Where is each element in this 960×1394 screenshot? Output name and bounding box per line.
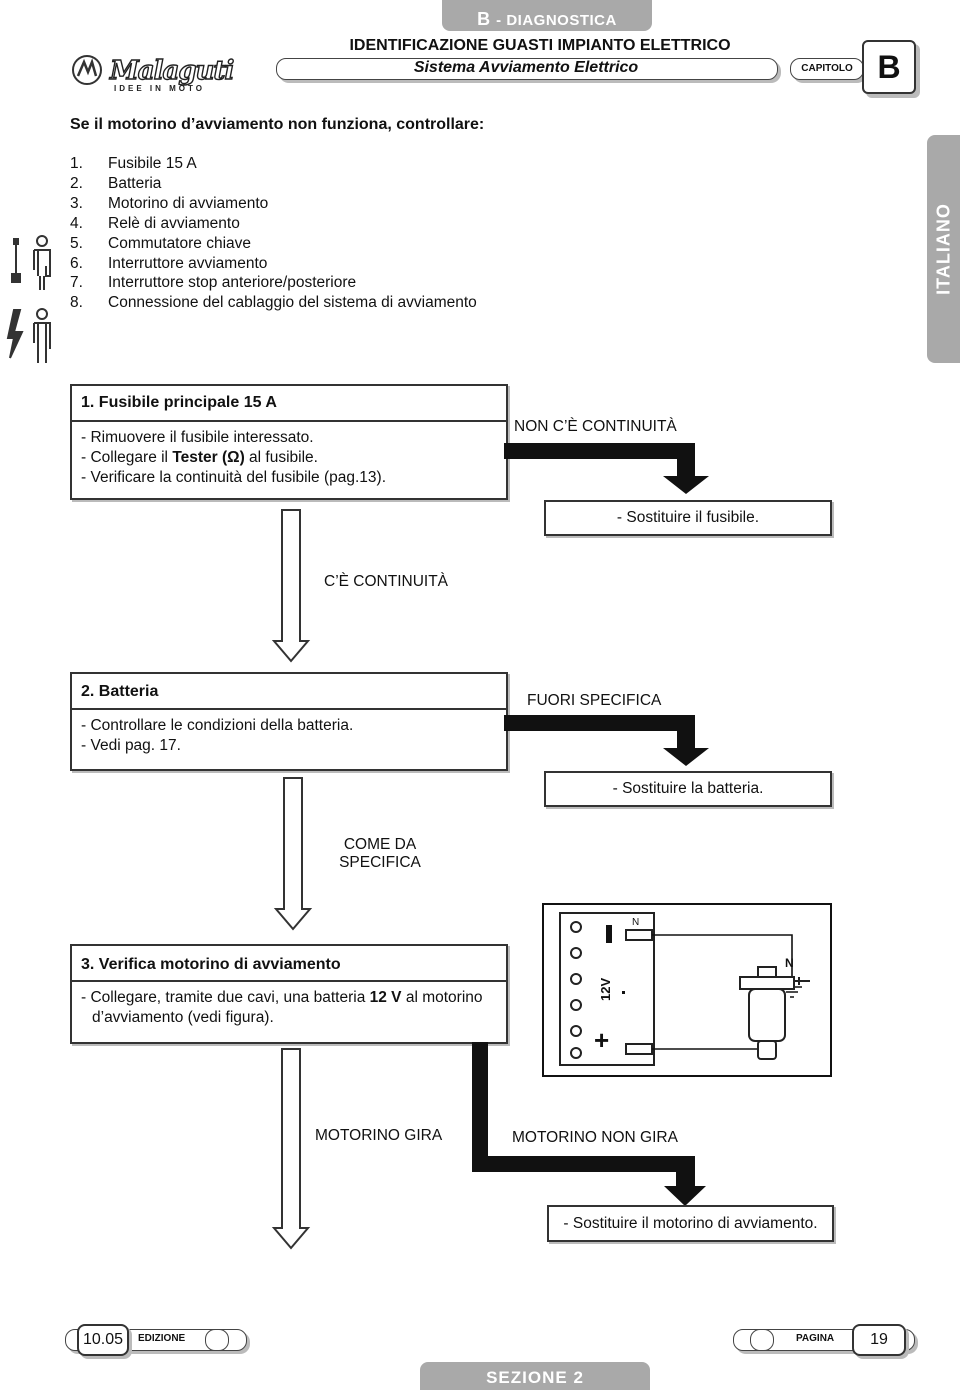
plus-sign: +: [594, 1025, 609, 1055]
edition-value: 10.05: [77, 1324, 129, 1356]
fail-arrow: [504, 443, 709, 494]
pass-label: MOTORINO GIRA: [315, 1127, 443, 1144]
step-instructions: - Rimuovere il fusibile interessato. - C…: [81, 429, 386, 486]
page-label: PAGINA: [796, 1333, 835, 1344]
svg-text:−: −: [605, 940, 612, 954]
step-title: 1. Fusibile principale 15 A: [72, 386, 506, 422]
malaguti-logo: Malaguti IDEE IN MOTO: [72, 55, 235, 93]
step-1-box: 1. Fusibile principale 15 A - Rimuovere …: [70, 384, 508, 500]
step-3-box: 3. Verifica motorino di avviamento - Col…: [70, 944, 508, 1044]
fail-action-text: - Sostituire il fusibile.: [616, 509, 760, 526]
language-label: ITALIANO: [933, 203, 953, 295]
page-subtitle: Sistema Avviamento Elettrico: [413, 59, 639, 76]
list-item: 6.Interruttore avviamento: [70, 254, 268, 272]
fail-arrow: [472, 1042, 706, 1206]
pass-label: COME DA SPECIFICA: [339, 836, 421, 871]
wrench-mechanic-icon: [11, 235, 51, 290]
svg-text:N: N: [632, 917, 639, 928]
lightning-electrician-icon: [6, 308, 51, 363]
brand-tagline: IDEE IN MOTO: [114, 84, 205, 93]
brand-text: Malaguti: [109, 56, 233, 86]
starter-motor: [739, 966, 810, 1060]
fail-arrow: [504, 715, 709, 766]
fail-label: FUORI SPECIFICA: [527, 692, 662, 709]
list-item: 8.Connessione del cablaggio del sistema …: [70, 294, 477, 312]
pass-arrow: [271, 1048, 311, 1250]
footer-pill: [750, 1329, 774, 1351]
step-title: 2. Batteria: [72, 674, 506, 710]
fail-label: MOTORINO NON GIRA: [512, 1129, 678, 1146]
step-instructions: - Collegare, tramite due cavi, una batte…: [81, 989, 483, 1026]
minus-sign: [606, 925, 612, 943]
edition-label: EDIZIONE: [138, 1333, 186, 1344]
pass-arrow: [271, 509, 311, 663]
language-tab: ITALIANO: [927, 135, 960, 363]
list-item: 4.Relè di avviamento: [70, 214, 240, 232]
page-title: IDENTIFICAZIONE GUASTI IMPIANTO ELETTRIC…: [349, 37, 731, 54]
section-tab-title: - DIAGNOSTICA: [496, 12, 617, 29]
list-item: 5.Commutatore chiave: [70, 234, 252, 252]
section-tab: B - DIAGNOSTICA: [442, 0, 652, 31]
list-item: 7.Interruttore stop anteriore/posteriore: [70, 274, 357, 292]
fail-action-text: - Sostituire la batteria.: [612, 780, 764, 797]
step-title: 3. Verifica motorino di avviamento: [72, 946, 506, 982]
battery-motor-diagram: − 12V + N N: [542, 903, 832, 1077]
fail-action-box: - Sostituire la batteria.: [544, 771, 832, 807]
section-footer-tab: SEZIONE 2: [420, 1362, 650, 1390]
page-number: 19: [852, 1324, 906, 1356]
section-tab-letter: B: [477, 9, 491, 29]
list-item: 1.Fusibile 15 A: [70, 155, 197, 172]
battery-voltage: 12V: [598, 978, 613, 1001]
footer-pill: [205, 1329, 229, 1351]
chapter-label: CAPITOLO: [790, 58, 864, 80]
list-item: 3.Motorino di avviamento: [70, 194, 269, 212]
svg-text:N: N: [785, 956, 794, 970]
pass-arrow: [273, 777, 313, 931]
fail-action-box: - Sostituire il motorino di avviamento.: [547, 1205, 834, 1242]
checklist: 1.Fusibile 15 A 2.Batteria 3.Motorino di…: [70, 154, 477, 313]
fail-label: NON C’È CONTINUITÀ: [514, 418, 677, 435]
step-instructions: - Controllare le condizioni della batter…: [81, 717, 354, 754]
intro-text: Se il motorino d’avviamento non funziona…: [70, 116, 485, 133]
pass-label: C’È CONTINUITÀ: [324, 573, 448, 590]
subtitle-bar: [276, 58, 778, 80]
step-2-box: 2. Batteria - Controllare le condizioni …: [70, 672, 508, 771]
mechanic-electric-icons: [6, 235, 51, 363]
fail-action-text: - Sostituire il motorino di avviamento.: [563, 1214, 818, 1232]
list-item: 2.Batteria: [70, 174, 162, 192]
fail-action-box: - Sostituire il fusibile.: [544, 500, 832, 536]
chapter-letter: B: [862, 40, 916, 94]
